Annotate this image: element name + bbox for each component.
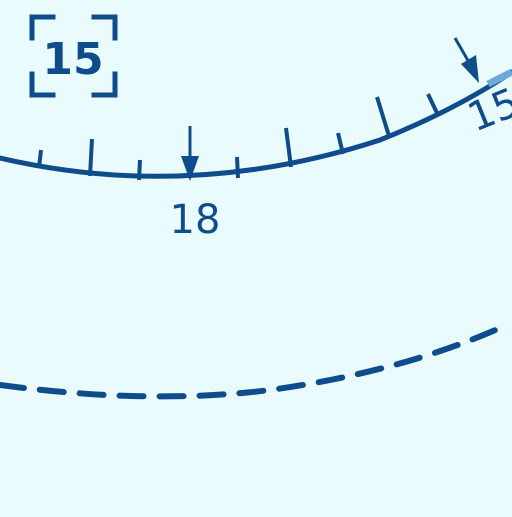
- tick-minor: [235, 156, 240, 179]
- scale-label-right: 15: [462, 80, 512, 142]
- tick-minor: [336, 132, 345, 155]
- scale-label-center: 18: [170, 197, 221, 243]
- tick-minor: [37, 149, 43, 169]
- scale-highlight-segment: [486, 68, 512, 88]
- scale-ticks: [37, 93, 439, 181]
- dashed-track: [0, 325, 503, 400]
- heading-scale: 18 15: [0, 37, 512, 243]
- tick-major: [284, 127, 293, 168]
- scale-arc: [0, 69, 512, 179]
- badge-label: 15: [42, 34, 103, 85]
- tick-major: [88, 138, 94, 177]
- heading-arrow-center: [181, 126, 199, 181]
- tick-major: [375, 96, 391, 137]
- tick-minor: [137, 159, 142, 181]
- heading-arrow-right: [453, 37, 479, 83]
- badge-corner-brackets: [29, 14, 118, 98]
- tick-minor: [426, 93, 439, 114]
- route-badge: 15: [29, 14, 118, 98]
